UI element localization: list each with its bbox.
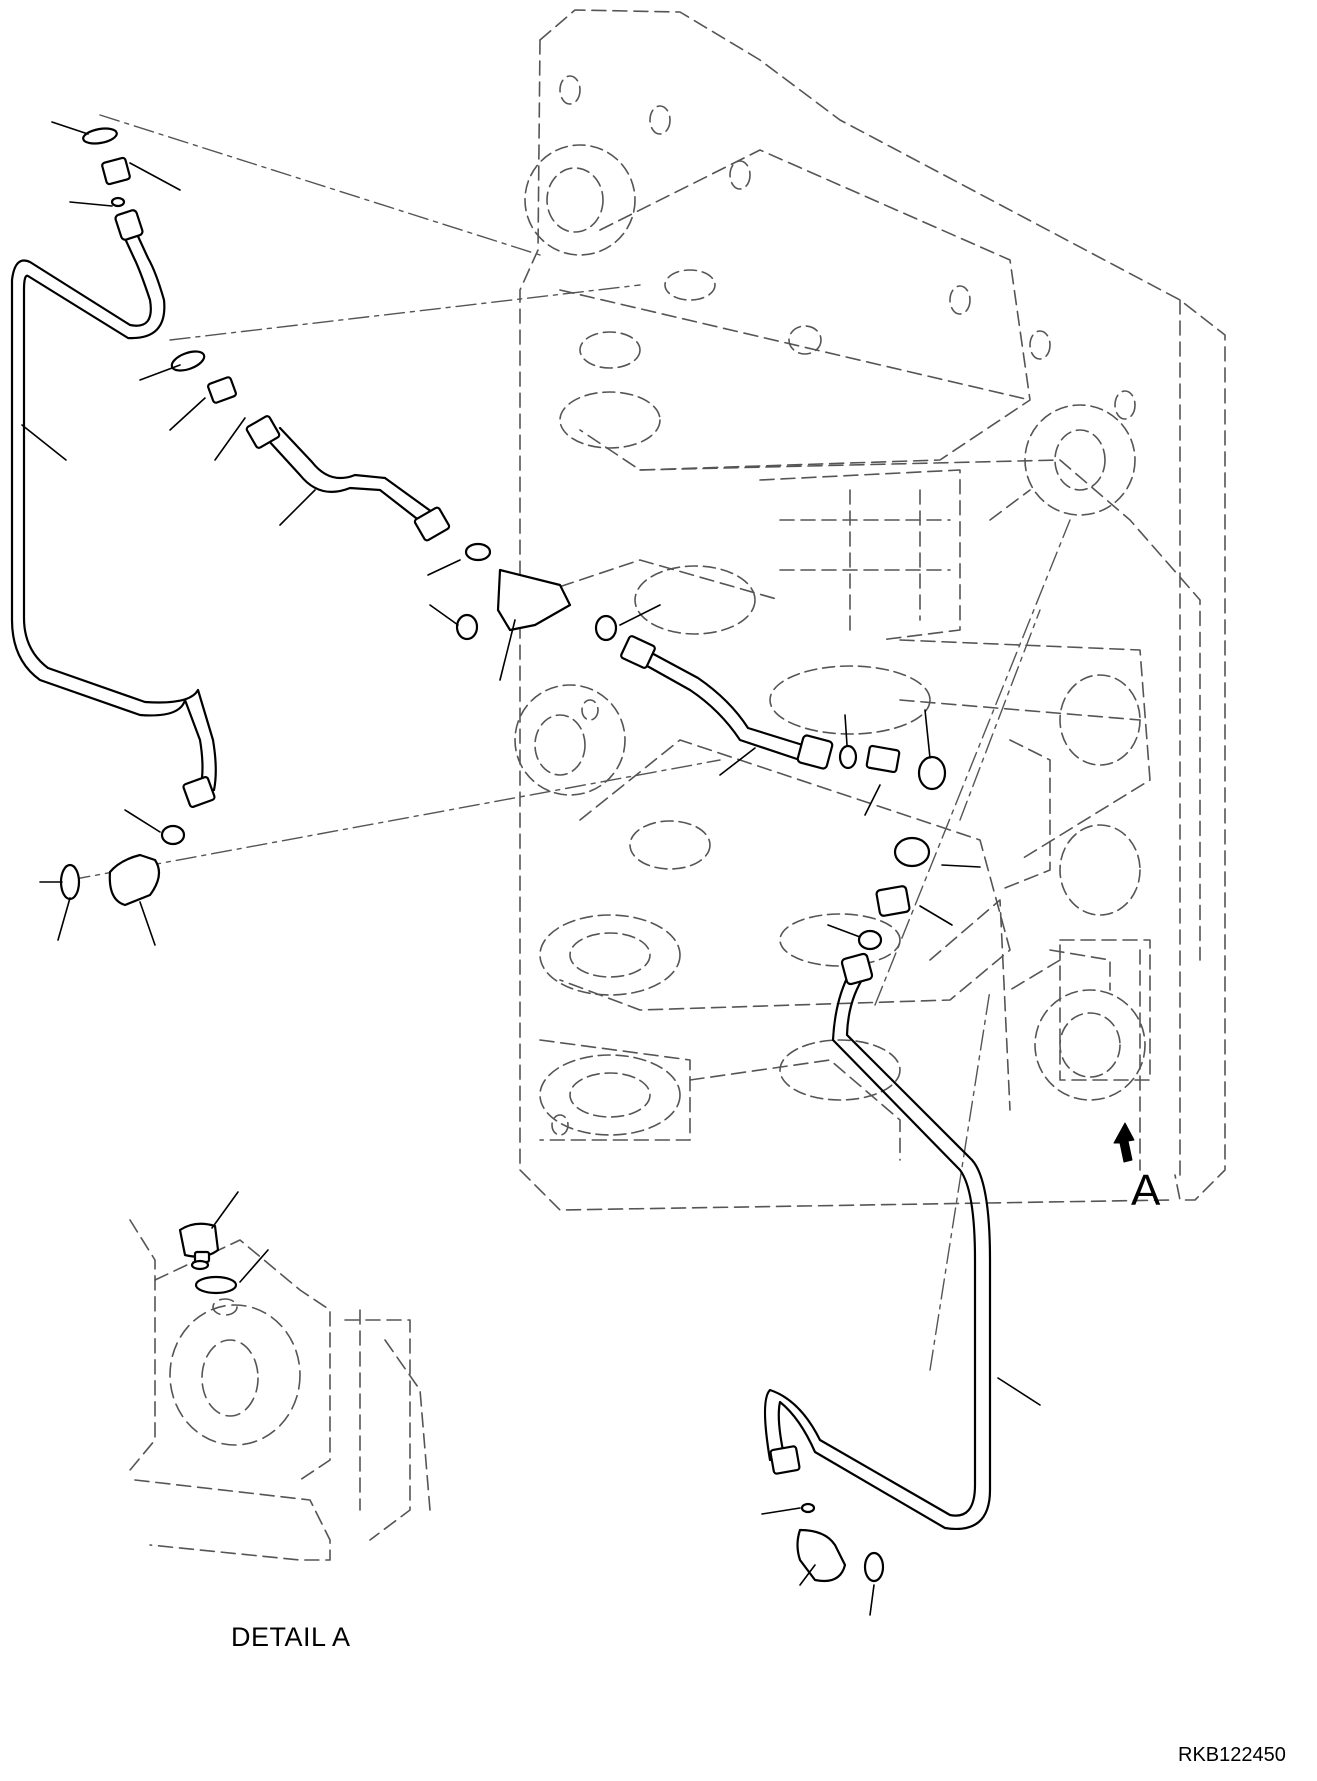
detail-a-housing (129, 1219, 431, 1561)
tee-fitting (170, 350, 618, 642)
housing-bores (514, 75, 1146, 1136)
tube-left-long (10, 230, 217, 792)
detail-caption: DETAIL A (231, 1622, 351, 1652)
fitting-right-lower (769, 836, 931, 1583)
drawing-number: RKB122450 (1178, 1744, 1286, 1766)
view-arrow-icon (1113, 1122, 1135, 1163)
tube-right-long (763, 970, 992, 1531)
elbow-left-lower (59, 776, 216, 907)
callout-leaders (21, 121, 1041, 1616)
fitting-top-left (82, 127, 144, 241)
valve-housing-outline (519, 9, 1226, 1211)
detail-a-leaders (211, 1191, 269, 1283)
hidden-part-lines (69, 114, 1071, 1371)
tube-center-right (638, 648, 808, 762)
union-fitting-right (620, 635, 947, 791)
detail-a-plug (178, 1222, 238, 1295)
view-marker-label: A (1131, 1166, 1161, 1215)
tube-center-upper (266, 426, 434, 527)
